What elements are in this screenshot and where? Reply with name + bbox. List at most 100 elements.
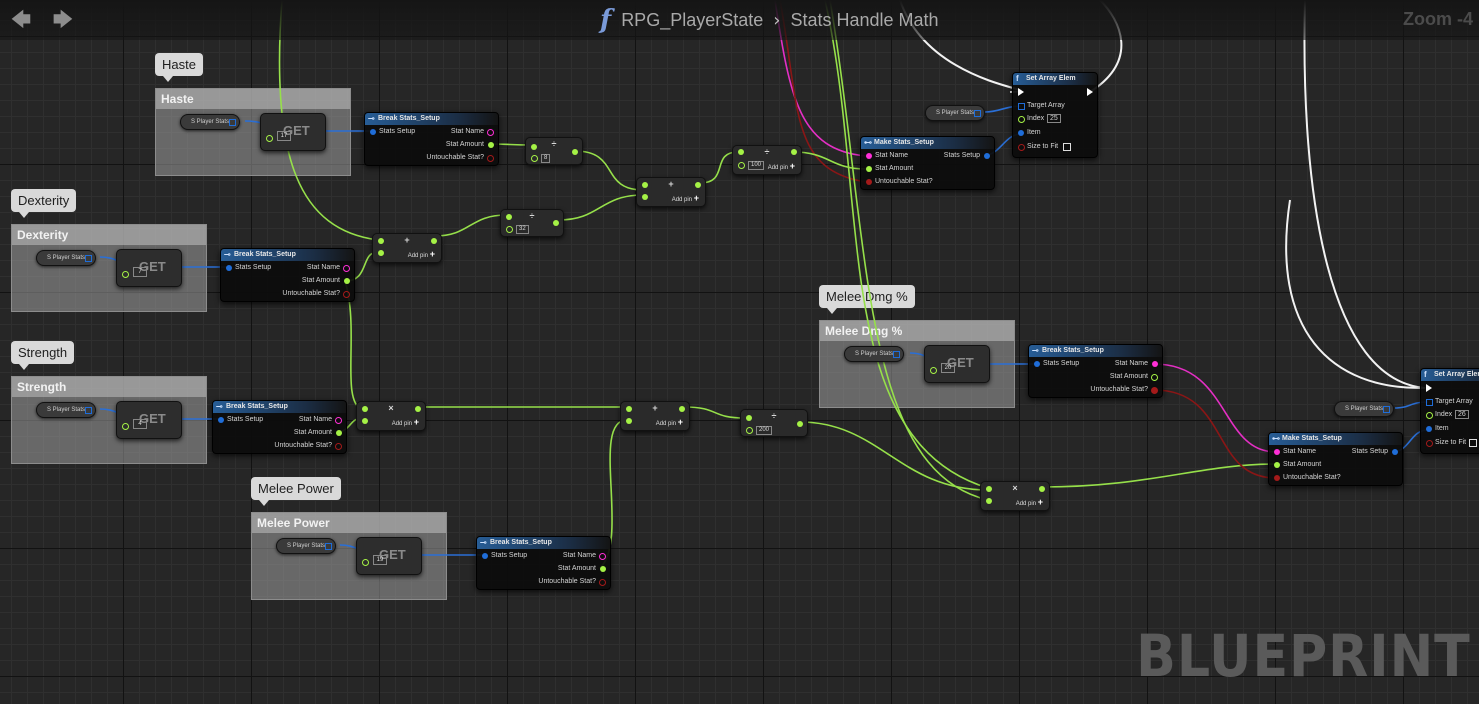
stat-name-pin[interactable] (343, 265, 350, 272)
break-stats-node[interactable]: ⊸Break Stats_Setup Stats Setup Stat Name… (364, 112, 499, 166)
untouchable-pin[interactable] (1274, 475, 1280, 481)
stats-setup-pin[interactable] (370, 129, 376, 135)
stat-amount-pin[interactable] (488, 142, 494, 148)
untouchable-pin[interactable] (599, 579, 606, 586)
add-pin-button[interactable]: Add pin + (656, 417, 683, 427)
input-b-pin[interactable] (506, 226, 513, 233)
break-stats-node[interactable]: ⊸Break Stats_Setup Stats Setup Stat Name… (220, 248, 355, 302)
untouchable-pin[interactable] (1151, 387, 1158, 394)
player-stats-variable[interactable]: S Player Stats (276, 538, 337, 554)
index-pin[interactable] (1018, 116, 1025, 123)
input-a-pin[interactable] (506, 214, 512, 220)
output-pin[interactable] (791, 149, 797, 155)
target-array-pin[interactable] (1426, 399, 1433, 406)
item-pin[interactable] (1426, 426, 1432, 432)
get-node[interactable]: GET 20 (924, 345, 990, 383)
stat-amount-pin[interactable] (1151, 374, 1158, 381)
stat-amount-pin[interactable] (336, 430, 342, 436)
output-pin[interactable] (797, 421, 803, 427)
index-pin[interactable] (1426, 412, 1433, 419)
index-pin[interactable] (266, 135, 273, 142)
exec-in-pin[interactable] (1426, 384, 1432, 392)
multiply-node[interactable]: × Add pin + (356, 401, 426, 431)
index-field[interactable]: 17 (277, 131, 291, 141)
add-pin-button[interactable]: Add pin + (1016, 497, 1043, 507)
index-field[interactable]: 26 (1455, 410, 1469, 419)
break-stats-node[interactable]: ⊸Break Stats_Setup Stats Setup Stat Name… (212, 400, 347, 454)
untouchable-pin[interactable] (335, 443, 342, 450)
player-stats-variable[interactable]: S Player Stats (1334, 401, 1395, 417)
untouchable-pin[interactable] (866, 179, 872, 185)
input-a-pin[interactable] (362, 406, 368, 412)
divisor-field[interactable]: 100 (748, 161, 765, 170)
add-pin-button[interactable]: Add pin + (392, 417, 419, 427)
player-stats-variable[interactable]: S Player Stats (844, 346, 905, 362)
input-a-pin[interactable] (738, 149, 744, 155)
add-node[interactable]: + Add pin + (372, 233, 442, 263)
exec-in-pin[interactable] (1018, 88, 1024, 96)
output-pin[interactable] (431, 238, 437, 244)
add-pin-button[interactable]: Add pin + (672, 193, 699, 203)
stat-amount-pin[interactable] (344, 278, 350, 284)
multiply-node[interactable]: × Add pin + (980, 481, 1050, 511)
player-stats-variable[interactable]: S Player Stats (36, 250, 97, 266)
output-pin[interactable] (679, 406, 685, 412)
stats-setup-pin[interactable] (984, 153, 990, 159)
stats-setup-pin[interactable] (218, 417, 224, 423)
breadcrumb-function[interactable]: RPG_PlayerState (621, 9, 764, 30)
divide-node[interactable]: ÷ 8 (525, 137, 583, 165)
input-a-pin[interactable] (986, 486, 992, 492)
stat-name-pin[interactable] (1274, 449, 1280, 455)
input-b-pin[interactable] (362, 418, 368, 424)
input-a-pin[interactable] (626, 406, 632, 412)
stats-setup-pin[interactable] (1392, 449, 1398, 455)
index-pin[interactable] (122, 271, 129, 278)
divisor-field[interactable]: 200 (756, 426, 773, 435)
size-to-fit-checkbox[interactable] (1469, 439, 1477, 447)
break-stats-node[interactable]: ⊸Break Stats_Setup Stats Setup Stat Name… (476, 536, 611, 590)
exec-out-pin[interactable] (1087, 88, 1093, 96)
stat-name-pin[interactable] (335, 417, 342, 424)
stat-name-pin[interactable] (1152, 361, 1158, 367)
get-node[interactable]: GET 17 (260, 113, 326, 151)
add-pin-button[interactable]: Add pin + (408, 249, 435, 259)
get-node[interactable]: GET 4 (116, 401, 182, 439)
index-pin[interactable] (362, 559, 369, 566)
output-pin[interactable] (695, 182, 701, 188)
index-field[interactable]: 7 (133, 267, 147, 277)
stats-setup-pin[interactable] (482, 553, 488, 559)
size-to-fit-checkbox[interactable] (1063, 143, 1071, 151)
size-to-fit-pin[interactable] (1426, 440, 1433, 447)
input-b-pin[interactable] (378, 250, 384, 256)
output-pin[interactable] (572, 149, 578, 155)
output-pin[interactable] (415, 406, 421, 412)
index-field[interactable]: 4 (133, 419, 147, 429)
breadcrumb-graph[interactable]: Stats Handle Math (790, 9, 939, 30)
input-a-pin[interactable] (642, 182, 648, 188)
stats-setup-pin[interactable] (226, 265, 232, 271)
output-pin[interactable] (1039, 486, 1045, 492)
index-field[interactable]: 25 (1047, 114, 1061, 123)
player-stats-variable[interactable]: S Player Stats (36, 402, 97, 418)
add-node[interactable]: + Add pin + (620, 401, 690, 431)
make-stats-node[interactable]: ⊷Make Stats_Setup Stat Name Stats Setup … (1268, 432, 1403, 486)
stat-amount-pin[interactable] (866, 166, 872, 172)
stat-name-pin[interactable] (866, 153, 872, 159)
input-b-pin[interactable] (642, 194, 648, 200)
output-pin[interactable] (553, 220, 559, 226)
get-node[interactable]: GET 19 (356, 537, 422, 575)
index-pin[interactable] (930, 367, 937, 374)
divisor-field[interactable]: 8 (541, 154, 551, 163)
get-node[interactable]: GET 7 (116, 249, 182, 287)
stat-amount-pin[interactable] (600, 566, 606, 572)
add-node[interactable]: + Add pin + (636, 177, 706, 207)
break-stats-node[interactable]: ⊸Break Stats_Setup Stats Setup Stat Name… (1028, 344, 1163, 398)
player-stats-variable[interactable]: S Player Stats (925, 105, 986, 121)
untouchable-pin[interactable] (343, 291, 350, 298)
index-field[interactable]: 19 (373, 555, 387, 565)
input-b-pin[interactable] (531, 155, 538, 162)
make-stats-node[interactable]: ⊷Make Stats_Setup Stat Name Stats Setup … (860, 136, 995, 190)
add-pin-button[interactable]: Add pin + (768, 161, 795, 171)
target-array-pin[interactable] (1018, 103, 1025, 110)
